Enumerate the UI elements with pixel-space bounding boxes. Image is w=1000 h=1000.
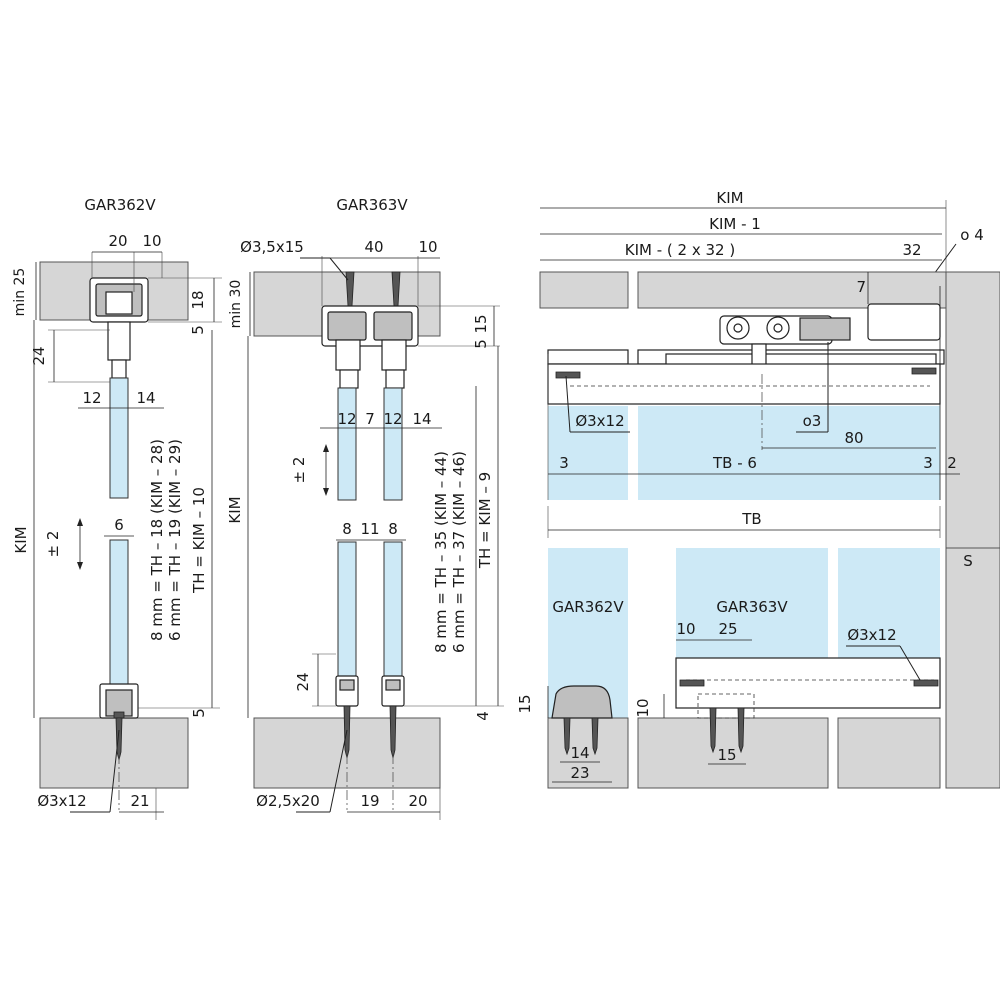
dim-80: 80 (844, 429, 863, 447)
label-screw-a: Ø3x12 (575, 412, 624, 430)
label-screw-top: Ø3,5x15 (240, 238, 304, 256)
label-screw-b: Ø3x12 (847, 626, 896, 644)
dim-pm2: ± 2 (44, 531, 62, 558)
dim-19: 19 (360, 792, 379, 810)
floor-guide-block (551, 685, 613, 756)
dim-3a: 3 (559, 454, 569, 472)
dim-s: S (963, 552, 973, 570)
rail-screw-left (555, 371, 581, 379)
ceiling-right (637, 271, 947, 309)
label-screw-bottom: Ø2,5x20 (256, 792, 320, 810)
dim-kim: KIM (716, 189, 743, 207)
dim-kim-2x32: KIM - ( 2 x 32 ) (625, 241, 735, 259)
dim-14: 14 (136, 389, 155, 407)
door-top-rail (547, 363, 941, 405)
dim-6: 6 (114, 516, 124, 534)
dim-10b: 10 (634, 698, 652, 717)
glass-panel-b-lower (383, 541, 403, 677)
dim-12b: 12 (383, 410, 402, 428)
door-glass-right-lower (838, 548, 940, 658)
dim-10a: 10 (676, 620, 695, 638)
dim-20: 20 (408, 792, 427, 810)
dim-18: 18 (189, 290, 207, 309)
formula-2: 6 mm = TH – 19 (KIM – 29) (166, 439, 184, 641)
dim-11: 11 (360, 520, 379, 538)
floor-left (547, 717, 629, 789)
dim-7: 7 (365, 410, 375, 428)
dim-23: 23 (570, 764, 589, 782)
label-gar362v: GAR362V (552, 598, 624, 616)
dim-14: 14 (570, 744, 589, 762)
glass-panel-upper (109, 377, 129, 499)
ceiling-screws (345, 271, 401, 307)
roller-carriage (719, 303, 941, 375)
dim-5-bottom: 5 (190, 708, 208, 718)
dim-tb6: TB - 6 (712, 454, 757, 472)
bottom-guides (335, 675, 405, 759)
dim-14: 14 (412, 410, 431, 428)
dim-10: 10 (142, 232, 161, 250)
dim-12a: 12 (337, 410, 356, 428)
track-left (547, 349, 629, 365)
dim-15: 15 (472, 314, 490, 333)
dim-4: 4 (474, 711, 492, 721)
top-guide-profile (89, 277, 149, 379)
dim-8b: 8 (388, 520, 398, 538)
door-glass-left-upper (548, 406, 628, 500)
door-bottom-rail (675, 657, 941, 709)
dim-2: 2 (947, 454, 957, 472)
formula-3: TH = KIM – 9 (476, 472, 494, 569)
dim-8a: 8 (342, 520, 352, 538)
bottom-guide (99, 683, 139, 719)
dim-3b: 3 (923, 454, 933, 472)
label-screw: Ø3x12 (37, 792, 86, 810)
dim-24: 24 (294, 672, 312, 691)
dim-25: 25 (718, 620, 737, 638)
dim-5-top: 5 (189, 325, 207, 335)
dim-7: 7 (856, 278, 866, 296)
dim-20: 20 (108, 232, 127, 250)
dim-15b: 15 (717, 746, 736, 764)
dim-12: 12 (82, 389, 101, 407)
floor-guide-screws (697, 693, 755, 754)
view-gar363v: GAR363V (226, 196, 504, 820)
dim-kim: KIM (12, 526, 30, 553)
formula-3: TH = KIM – 10 (190, 487, 208, 594)
dim-21: 21 (130, 792, 149, 810)
view-gar362v: GAR362V 20 10 (12, 196, 222, 820)
rail-screw-right (911, 367, 937, 375)
dim-40: 40 (364, 238, 383, 256)
title-gar363v: GAR363V (336, 196, 408, 214)
view-front-elevation: KIM KIM - 1 KIM - ( 2 x 32 ) 32 ο 4 (516, 189, 1000, 789)
dim-tb: TB (741, 510, 761, 528)
dim-pm2: ± 2 (290, 457, 308, 484)
side-wall-lower (945, 547, 1000, 789)
formula-2: 6 mm = TH – 37 (KIM – 46) (450, 451, 468, 653)
top-double-track (321, 305, 419, 389)
glass-panel-a-lower (337, 541, 357, 677)
floor-mid (637, 717, 829, 789)
dim-24: 24 (30, 346, 48, 365)
dim-15a: 15 (516, 694, 534, 713)
label-gar363v: GAR363V (716, 598, 788, 616)
ceiling-left (539, 271, 629, 309)
floor-right (837, 717, 941, 789)
dim-min25: min 25 (12, 268, 28, 317)
title-gar362v: GAR362V (84, 196, 156, 214)
dim-kim-1: KIM - 1 (709, 215, 761, 233)
dim-32: 32 (902, 241, 921, 259)
label-hole-3: ο3 (803, 412, 822, 430)
formula-1: 8 mm = TH – 18 (KIM – 28) (148, 439, 166, 641)
glass-panel-a-upper (337, 387, 357, 501)
dim-min30: min 30 (228, 280, 244, 329)
dim-kim: KIM (226, 496, 244, 523)
dim-10: 10 (418, 238, 437, 256)
label-hole-4: ο 4 (960, 226, 984, 244)
door-glass-right-upper (638, 406, 940, 500)
formula-1: 8 mm = TH – 35 (KIM – 44) (432, 451, 450, 653)
glass-panel-b-upper (383, 387, 403, 501)
dim-5: 5 (472, 339, 490, 349)
